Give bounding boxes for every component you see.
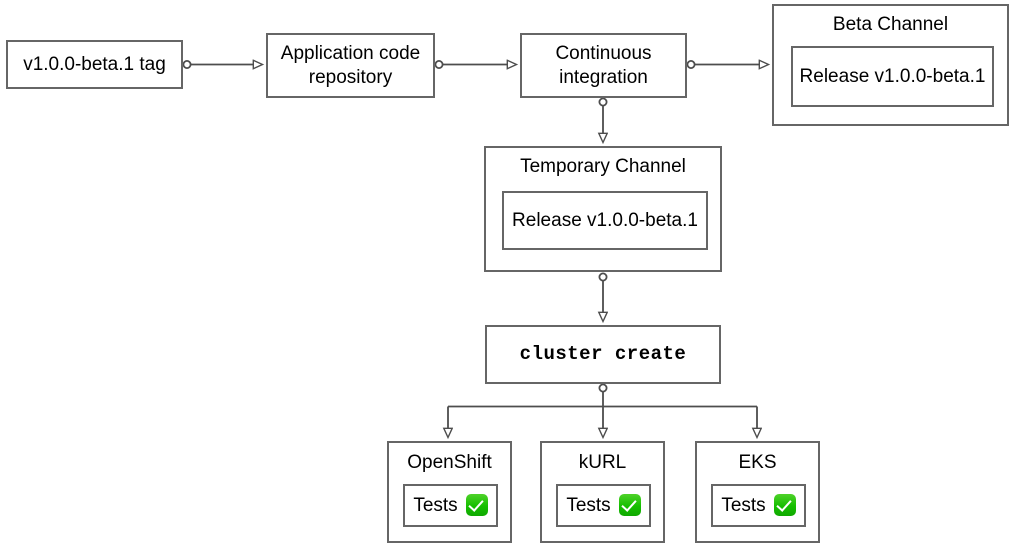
node-continuous-integration-label: Continuous integration (555, 43, 652, 88)
eks-tests-label: Tests (721, 494, 766, 516)
edge-source-dot-cluster-create (598, 383, 608, 393)
openshift-tests-box[interactable]: Tests (403, 484, 498, 527)
node-application-code-repository-label: Application code repository (280, 43, 421, 88)
node-cluster-create-label: cluster create (519, 342, 687, 365)
node-cluster-create[interactable]: cluster create (485, 325, 721, 384)
edge-source-dot-tag (182, 60, 192, 70)
green-check-icon (773, 494, 796, 517)
edge-source-dot-ci-bottom (598, 97, 608, 107)
edge-source-dot-ci-right (686, 60, 696, 70)
beta-channel-release-box[interactable]: Release v1.0.0-beta.1 (791, 46, 994, 107)
green-check-icon (618, 494, 641, 517)
node-application-code-repository[interactable]: Application code repository (266, 33, 435, 98)
node-continuous-integration[interactable]: Continuous integration (520, 33, 687, 98)
edge-source-dot-repo (434, 60, 444, 70)
kurl-tests-label: Tests (566, 494, 611, 516)
temporary-channel-release-box[interactable]: Release v1.0.0-beta.1 (502, 191, 708, 250)
node-eks[interactable]: EKS Tests (695, 441, 820, 543)
kurl-title: kURL (578, 452, 627, 473)
openshift-title: OpenShift (407, 452, 492, 473)
node-kurl[interactable]: kURL Tests (540, 441, 665, 543)
node-tag-label: v1.0.0-beta.1 tag (23, 53, 166, 75)
beta-channel-release-label: Release v1.0.0-beta.1 (799, 65, 986, 87)
green-check-icon (465, 494, 488, 517)
openshift-tests-label: Tests (413, 494, 458, 516)
beta-channel-title: Beta Channel (832, 14, 949, 35)
temporary-channel-title: Temporary Channel (520, 156, 686, 177)
edge-source-dot-temporary-channel (598, 272, 608, 282)
temporary-channel-release-label: Release v1.0.0-beta.1 (512, 209, 698, 231)
eks-tests-box[interactable]: Tests (711, 484, 806, 527)
node-beta-channel[interactable]: Beta Channel Release v1.0.0-beta.1 (772, 4, 1009, 126)
node-tag[interactable]: v1.0.0-beta.1 tag (6, 40, 183, 89)
node-openshift[interactable]: OpenShift Tests (387, 441, 512, 543)
kurl-tests-box[interactable]: Tests (556, 484, 651, 527)
node-temporary-channel[interactable]: Temporary Channel Release v1.0.0-beta.1 (484, 146, 722, 272)
eks-title: EKS (738, 452, 777, 473)
